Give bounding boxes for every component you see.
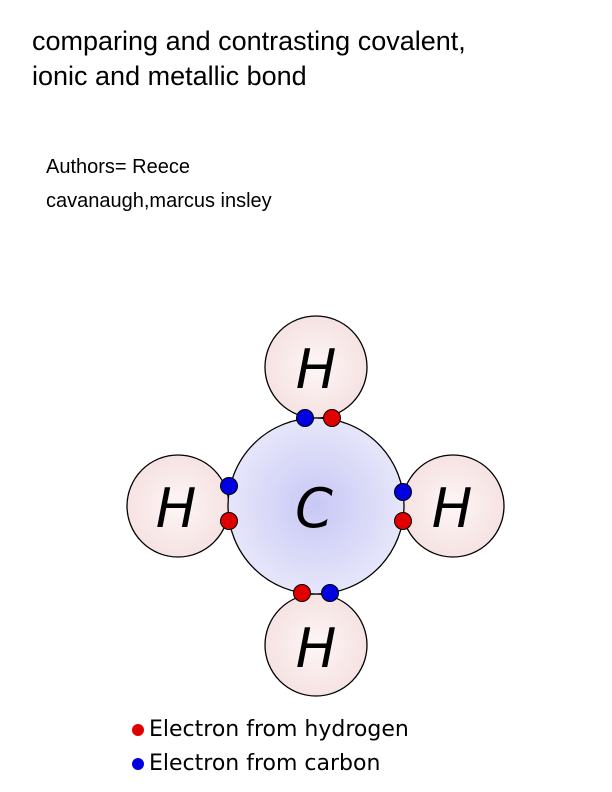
methane-lewis-diagram: C H H H H: [126, 315, 505, 697]
electron-hydrogen-bottom: [293, 584, 311, 602]
legend-item-hydrogen: Electron from hydrogen: [132, 713, 409, 747]
legend-item-carbon: Electron from carbon: [132, 747, 409, 781]
electron-carbon-bottom: [321, 584, 339, 602]
electron-carbon-top: [296, 409, 314, 427]
diagram-legend: Electron from hydrogen Electron from car…: [132, 713, 409, 781]
hydrogen-label-left: H: [156, 477, 197, 540]
blue-dot-icon: [132, 758, 144, 770]
electron-carbon-left: [220, 477, 238, 495]
electron-hydrogen-left: [220, 512, 238, 530]
electron-hydrogen-top: [323, 409, 341, 427]
hydrogen-label-bottom: H: [296, 617, 337, 680]
authors-line-1: Authors= Reece: [46, 156, 190, 178]
page-title: comparing and contrasting covalent, ioni…: [32, 24, 592, 94]
authors-line-2: cavanaugh,marcus insley: [46, 190, 272, 212]
hydrogen-label-top: H: [296, 338, 337, 401]
authors: Authors= Reece cavanaugh,marcus insley: [46, 150, 272, 218]
red-dot-icon: [132, 724, 144, 736]
title-line-1: comparing and contrasting covalent,: [32, 26, 466, 56]
hydrogen-label-right: H: [432, 477, 473, 540]
legend-label-carbon: Electron from carbon: [149, 751, 381, 776]
legend-label-hydrogen: Electron from hydrogen: [149, 717, 409, 742]
electron-hydrogen-right: [394, 512, 412, 530]
electron-carbon-right: [394, 483, 412, 501]
title-line-2: ionic and metallic bond: [32, 61, 307, 91]
carbon-label: C: [295, 477, 333, 540]
carbon-atom: [227, 417, 405, 595]
